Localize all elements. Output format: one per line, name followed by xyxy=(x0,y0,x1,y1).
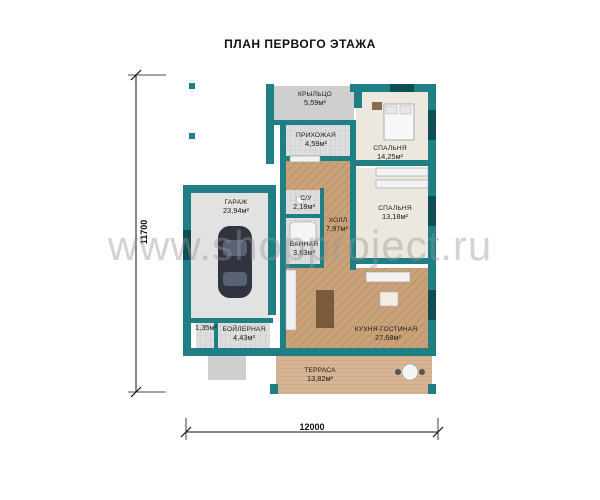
dimension-height-label: 11700 xyxy=(139,220,149,245)
dimension-width-label: 12000 xyxy=(299,422,324,432)
bed-furniture xyxy=(372,102,415,141)
column-marker xyxy=(189,83,195,89)
room-corridor-area: 7,97м² xyxy=(326,224,348,233)
dimension-vertical xyxy=(128,69,166,398)
terrace-table xyxy=(395,363,425,381)
room-porch-name: КРЫЛЬЦО xyxy=(298,91,332,98)
room-boiler-area: 4,43м² xyxy=(233,333,255,342)
room-bedroom1-name: СПАЛЬНЯ xyxy=(373,145,407,152)
room-garage-name: ГАРАЖ xyxy=(225,199,248,206)
room-bedroom1-area: 14,25м² xyxy=(377,152,404,161)
room-kitchen-name: КУХНЯ-ГОСТИНАЯ xyxy=(355,326,418,333)
room-bedroom2-name: СПАЛЬНЯ xyxy=(378,205,412,212)
watermark: www.shopproject.ru xyxy=(107,222,493,269)
dining-table xyxy=(310,290,340,328)
room-closet-area: 1,35м² xyxy=(195,323,217,332)
porch-floor xyxy=(272,86,354,122)
room-wc-name: С/У xyxy=(300,195,312,202)
window-frames xyxy=(183,84,436,320)
kitchen-counter xyxy=(285,269,297,331)
boiler-floor xyxy=(196,322,270,350)
room-corridor-name: ХОЛЛ xyxy=(329,217,348,224)
garage-apron xyxy=(208,356,246,380)
room-hall-area: 4,59м² xyxy=(305,139,327,148)
wardrobe xyxy=(289,155,429,189)
hall-floor xyxy=(285,124,351,156)
car-icon xyxy=(218,226,252,298)
room-wc-area: 2,18м² xyxy=(293,202,315,211)
room-kitchen-area: 27,68м² xyxy=(375,333,402,342)
plan-title: ПЛАН ПЕРВОГО ЭТАЖА xyxy=(224,37,376,51)
column-marker xyxy=(189,133,195,139)
dimension-horizontal xyxy=(180,418,444,440)
room-terrace-area: 13,82м² xyxy=(307,374,334,383)
walls xyxy=(183,84,436,356)
room-bath-area: 3,63м² xyxy=(293,248,315,257)
room-bedroom2-area: 13,18м² xyxy=(382,212,409,221)
sanitary-fixtures xyxy=(289,195,317,243)
room-hall-name: ПРИХОЖАЯ xyxy=(296,132,336,139)
terrace-posts xyxy=(270,384,436,394)
room-bath-name: ВАННАЯ xyxy=(290,241,318,248)
sofa xyxy=(365,271,411,307)
room-boiler-name: БОЙЛЕРНАЯ xyxy=(223,324,266,333)
room-garage-area: 23,94м² xyxy=(223,206,250,215)
room-terrace-name: ТЕРРАСА xyxy=(304,367,336,374)
room-porch-area: 5,59м² xyxy=(304,98,326,107)
